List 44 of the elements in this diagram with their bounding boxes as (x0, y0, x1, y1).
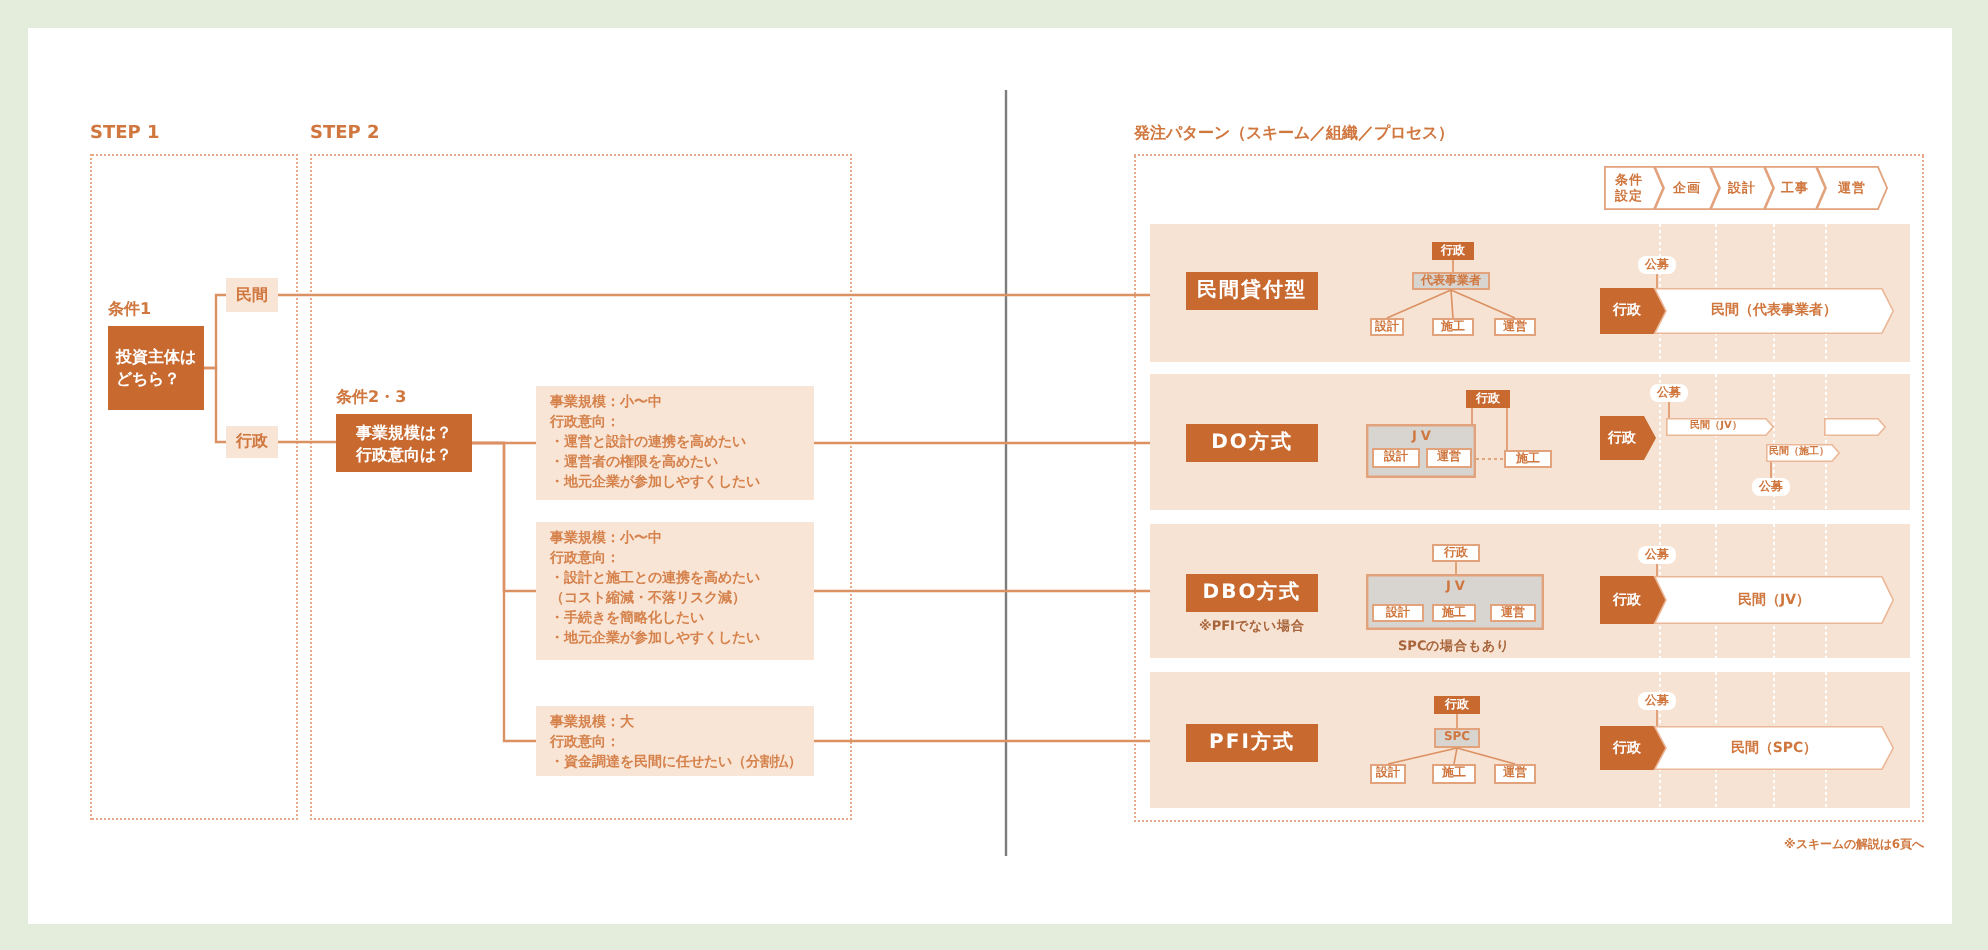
leader-line (1668, 401, 1670, 419)
branch-line (814, 739, 1150, 743)
group-box (1366, 574, 1544, 630)
connector-line (1450, 289, 1516, 319)
connector-line (1452, 259, 1454, 273)
branch-line (472, 441, 536, 743)
option-box: 民間 (226, 278, 278, 312)
scheme-box: PFI方式 (1186, 724, 1318, 762)
condition-label: 条件1 (108, 298, 152, 320)
question-box: 事業規模は？行政意向は？ (336, 414, 472, 472)
connector-line (1386, 289, 1452, 319)
scheme-box: DBO方式 (1186, 574, 1318, 612)
branch-line (814, 441, 1150, 445)
leader-line (1656, 563, 1658, 577)
row-band (1150, 224, 1910, 362)
question-box: 投資主体はどちら？ (108, 326, 204, 410)
row-band (1150, 524, 1910, 658)
process-segment (1824, 418, 1886, 436)
group-box (1366, 424, 1476, 478)
leader-line (1770, 461, 1772, 479)
row-band (1150, 672, 1910, 808)
scheme-box: DO方式 (1186, 424, 1318, 462)
option-box: 行政 (226, 426, 278, 458)
branch-line (278, 293, 1150, 297)
branch-line (814, 589, 1150, 593)
connector-line (1387, 747, 1458, 765)
connector-line (1471, 407, 1473, 425)
branch-line (278, 440, 336, 444)
connector-line (1450, 289, 1454, 319)
connector-line (1455, 561, 1457, 575)
connector-line (1456, 747, 1516, 765)
row-band (1150, 374, 1910, 510)
section-heading: STEP 1 (90, 122, 160, 146)
leader-line (1656, 709, 1658, 727)
section-heading: 発注パターン（スキーム／組織／プロセス） (1134, 122, 1454, 146)
connector-line (1456, 713, 1458, 729)
condition-label: 条件2・3 (336, 386, 407, 408)
scheme-box: 民間貸付型 (1186, 272, 1318, 310)
connector-line (1475, 458, 1505, 460)
connector-line (1453, 747, 1458, 765)
section-heading: STEP 2 (310, 122, 380, 146)
connector-line (1506, 407, 1508, 451)
branch-line (204, 366, 226, 444)
leader-line (1656, 273, 1658, 289)
